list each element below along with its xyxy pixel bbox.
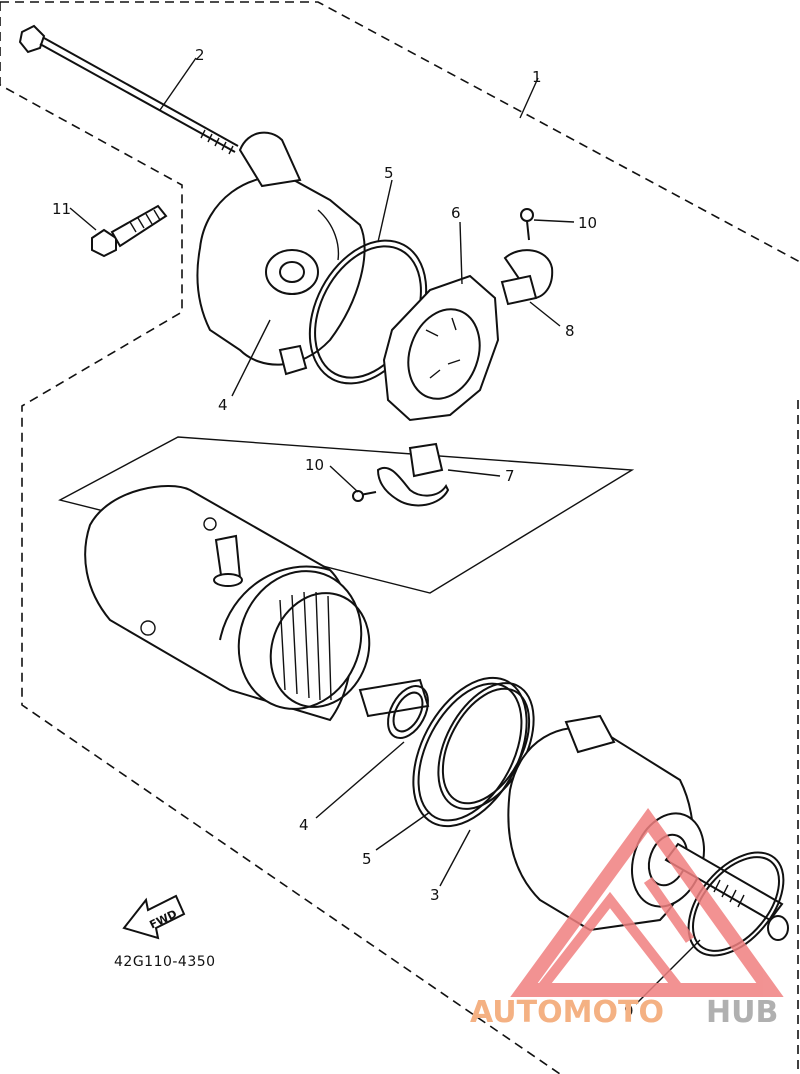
screw-lower (352, 490, 377, 502)
watermark-logo (510, 808, 784, 997)
brush-holder-plate (382, 274, 500, 422)
callout-11: 11 (52, 200, 71, 218)
callout-4-lower: 4 (299, 816, 309, 834)
watermark-brand-part1: AUTOMOTO (470, 995, 664, 1030)
mounting-bolt (91, 204, 168, 258)
brush-upper (500, 249, 554, 306)
rear-cover (196, 131, 366, 376)
callout-2: 2 (195, 46, 205, 64)
watermark-brand-part2: HUB (706, 995, 778, 1030)
callout-1: 1 (532, 68, 542, 86)
callout-8: 8 (565, 322, 575, 340)
screw-upper (520, 208, 534, 241)
part-code: 42G110-4350 (114, 954, 216, 970)
motor-yoke (84, 485, 430, 722)
through-bolt (18, 24, 239, 155)
callout-9: 9 (624, 1002, 634, 1020)
callout-10-upper: 10 (578, 214, 597, 232)
o-ring-lower (412, 676, 528, 828)
callout-labels: 1 2 11 5 6 10 8 4 10 7 4 5 3 9 (52, 46, 634, 1020)
callout-10-lower: 10 (305, 456, 324, 474)
washer-lower (387, 685, 429, 739)
callout-4-upper: 4 (218, 396, 228, 414)
callout-6: 6 (451, 204, 461, 222)
callout-5-lower: 5 (362, 850, 372, 868)
o-ring-shaft (687, 851, 785, 957)
callout-7: 7 (505, 467, 515, 485)
callout-3: 3 (430, 886, 440, 904)
fwd-arrow-icon: FWD (122, 894, 186, 940)
callout-5-upper: 5 (384, 164, 394, 182)
front-cover (507, 714, 705, 932)
leader-lines (69, 57, 701, 1005)
brush-lower (376, 442, 450, 507)
